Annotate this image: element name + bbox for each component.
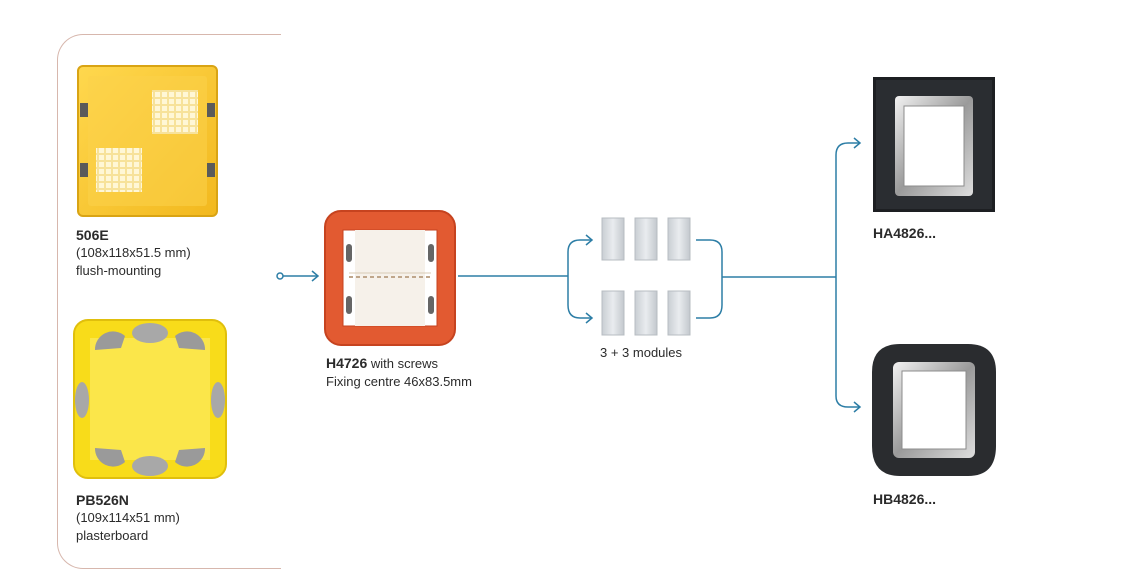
box-pb526n-type: plasterboard: [76, 528, 149, 543]
box-pb526n-dims: (109x114x51 mm): [76, 510, 180, 525]
frame-h4726-code: H4726: [326, 355, 368, 371]
box-pb526n-image: [73, 319, 227, 479]
frame-h4726-fixing: Fixing centre 46x83.5mm: [326, 374, 472, 389]
plate-ha4826-code: HA4826...: [873, 225, 937, 241]
box-pb526n-label: PB526N (109x114x51 mm) plasterboard: [76, 491, 180, 545]
box-506e-code: 506E: [76, 227, 109, 243]
frame-h4726-suffix: with screws: [367, 356, 439, 371]
frame-h4726-label: H4726 with screws Fixing centre 46x83.5m…: [326, 354, 472, 391]
box-506e-dims: (108x118x51.5 mm): [76, 245, 191, 260]
frame-h4726-image: [324, 210, 456, 346]
plate-hb4826-code: HB4826...: [873, 491, 937, 507]
modules-top-row: [601, 217, 691, 261]
input-arrow: [276, 270, 320, 282]
connector-frame-modules: [458, 234, 594, 324]
box-506e-type: flush-mounting: [76, 263, 162, 278]
plate-ha4826-image: [873, 77, 995, 212]
modules-bottom-row: [601, 290, 691, 336]
box-506e-label: 506E (108x118x51.5 mm) flush-mounting: [76, 226, 191, 280]
modules-caption: 3 + 3 modules: [600, 345, 683, 360]
box-506e-image: [77, 65, 218, 217]
plate-hb4826-image: [872, 344, 996, 476]
connector-modules-plates: [696, 137, 862, 413]
box-group-bracket: [57, 34, 281, 569]
box-pb526n-code: PB526N: [76, 492, 129, 508]
